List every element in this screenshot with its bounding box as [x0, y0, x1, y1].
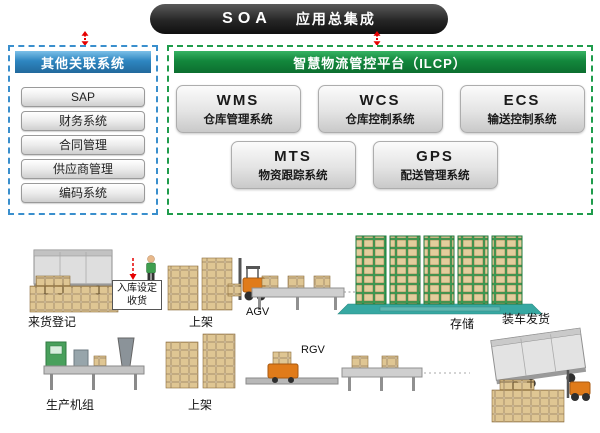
- module-row-2: MTS 物资跟踪系统 GPS 配送管理系统: [230, 141, 498, 189]
- module-name: 物资跟踪系统: [258, 169, 328, 182]
- sys-item-coding: 编码系统: [21, 183, 145, 203]
- sys-item-supplier: 供应商管理: [21, 159, 145, 179]
- module-name: 配送管理系统: [400, 169, 470, 182]
- related-systems-list: SAP 财务系统 合同管理 供应商管理 编码系统: [10, 87, 156, 203]
- module-name: 输送控制系统: [487, 113, 557, 126]
- module-name: 仓库管理系统: [203, 113, 273, 126]
- label-storage: 存储: [450, 317, 475, 331]
- label-shelve-2: 上架: [188, 398, 213, 412]
- label-shelve-1: 上架: [189, 315, 214, 329]
- sys-item-sap: SAP: [21, 87, 145, 107]
- soa-subtitle: 应用总集成: [295, 11, 376, 27]
- receiving-arrow-icon: [129, 258, 137, 280]
- connector-arrow-right-icon: [371, 31, 383, 46]
- related-systems-header: 其他关联系统: [15, 51, 151, 73]
- outfeed-conveyor-icon: [341, 355, 470, 391]
- label-incoming: 来货登记: [28, 315, 77, 329]
- storage-rack-icon: [337, 235, 543, 315]
- ilcp-modules: WMS 仓库管理系统 WCS 仓库控制系统 ECS 输送控制系统 MTS 物资跟…: [169, 85, 591, 189]
- agv-conveyor-icon: [251, 275, 358, 310]
- outbound-pallets-icon: [491, 379, 565, 423]
- pallet-stacks-upper-icon: [167, 257, 233, 311]
- module-wcs: WCS 仓库控制系统: [317, 85, 443, 133]
- label-agv: AGV: [246, 306, 270, 318]
- module-gps: GPS 配送管理系统: [372, 141, 498, 189]
- note-line-2: 收货: [127, 296, 147, 307]
- production-line-icon: [43, 337, 145, 390]
- module-wms: WMS 仓库管理系统: [175, 85, 301, 133]
- soa-title-bar: SOA 应用总集成: [150, 4, 448, 34]
- module-ecs: ECS 输送控制系统: [459, 85, 585, 133]
- module-name: 仓库控制系统: [345, 113, 415, 126]
- rgv-shuttle-icon: [245, 351, 339, 385]
- sys-item-contract: 合同管理: [21, 135, 145, 155]
- module-abbr: MTS: [274, 147, 312, 165]
- connector-arrow-left-icon: [79, 31, 91, 46]
- module-row-1: WMS 仓库管理系统 WCS 仓库控制系统 ECS 输送控制系统: [175, 85, 585, 133]
- module-abbr: WCS: [359, 91, 401, 109]
- module-abbr: WMS: [216, 91, 260, 109]
- flow-scene-svg: [29, 235, 591, 423]
- note-line-1: 入库设定: [117, 283, 157, 294]
- receiving-note: 入库设定 收货: [112, 280, 162, 310]
- worker-icon: [146, 255, 156, 280]
- sys-item-finance: 财务系统: [21, 111, 145, 131]
- module-abbr: GPS: [416, 147, 454, 165]
- ilcp-platform-panel: 智慧物流管控平台（ILCP） WMS 仓库管理系统 WCS 仓库控制系统 ECS…: [167, 45, 593, 215]
- related-systems-panel: 其他关联系统 SAP 财务系统 合同管理 供应商管理 编码系统: [8, 45, 158, 215]
- soa-abbr: SOA: [222, 10, 272, 27]
- module-mts: MTS 物资跟踪系统: [230, 141, 356, 189]
- ilcp-platform-header: 智慧物流管控平台（ILCP）: [174, 51, 586, 73]
- label-rgv: RGV: [301, 344, 325, 356]
- loading-forklift-icon: [566, 370, 591, 401]
- pallet-stacks-lower-icon: [165, 333, 236, 389]
- label-production: 生产机组: [46, 398, 95, 412]
- label-dispatch: 装车发货: [502, 312, 551, 326]
- logistics-flow-illustration: [0, 230, 600, 433]
- module-abbr: ECS: [503, 91, 541, 109]
